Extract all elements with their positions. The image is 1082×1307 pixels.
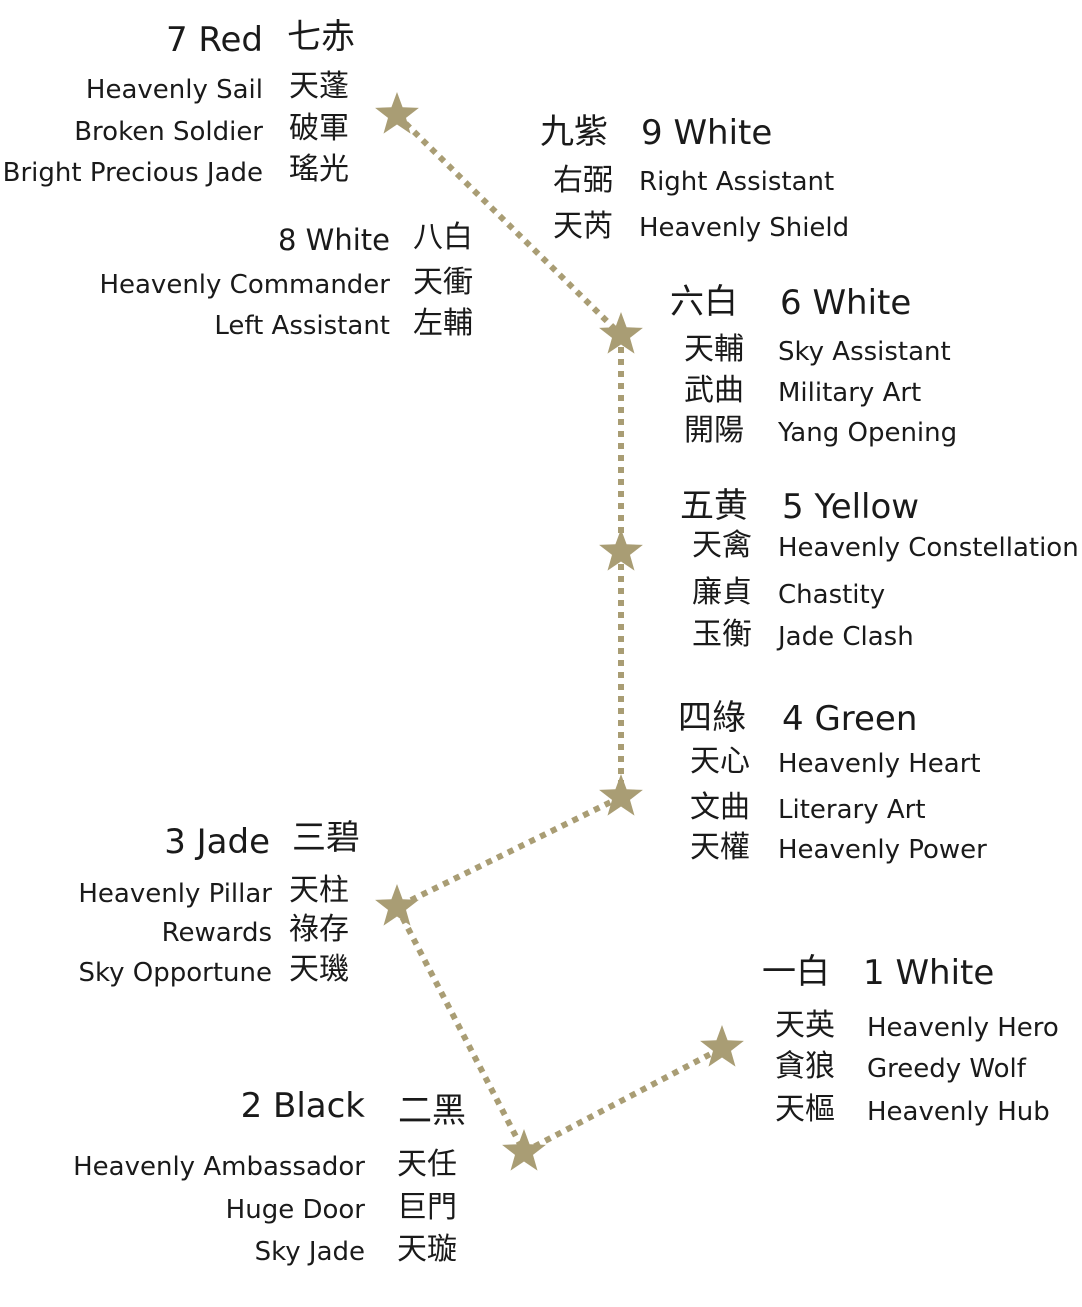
label-zh: 開陽 xyxy=(684,413,744,448)
label-zh: 右弼 xyxy=(553,163,613,198)
star-icon xyxy=(599,529,643,571)
star-icon xyxy=(375,884,419,926)
label-en: Heavenly Power xyxy=(778,835,987,865)
star-icon xyxy=(375,92,419,134)
title-8-white: 8 White xyxy=(278,223,390,257)
title-6-white: 6 White xyxy=(780,283,912,323)
label-en: Heavenly Commander xyxy=(99,270,390,300)
label-en: Heavenly Sail xyxy=(85,75,263,105)
label-en: Sky Jade xyxy=(254,1237,365,1267)
title-2-black-zh: 二黑 xyxy=(398,1091,466,1131)
star-icon xyxy=(599,312,643,354)
title-1-white: 1 White xyxy=(863,953,995,993)
label-en: Bright Precious Jade xyxy=(2,158,263,188)
label-zh: 天衝 xyxy=(413,265,473,300)
label-en: Heavenly Pillar xyxy=(78,879,272,909)
label-en: Broken Soldier xyxy=(74,117,263,147)
label-zh: 貪狼 xyxy=(775,1049,835,1084)
label-zh: 武曲 xyxy=(684,373,744,408)
label-zh: 天蓬 xyxy=(289,69,349,104)
label-en: Huge Door xyxy=(225,1195,365,1225)
label-en: Military Art xyxy=(778,378,922,408)
label-zh: 玉衡 xyxy=(692,617,752,652)
dotted-connector xyxy=(522,1045,724,1155)
title-3-jade: 3 Jade xyxy=(164,822,270,862)
label-zh: 天柱 xyxy=(289,873,349,908)
label-en: Right Assistant xyxy=(639,167,835,197)
label-zh: 廉貞 xyxy=(692,575,752,610)
label-en: Heavenly Hero xyxy=(867,1013,1059,1043)
label-zh: 左輔 xyxy=(413,306,473,341)
label-zh: 文曲 xyxy=(690,790,750,825)
title-1-white-zh: 一白 xyxy=(762,952,830,992)
label-zh: 天權 xyxy=(690,830,750,865)
title-4-green: 4 Green xyxy=(782,699,918,739)
label-zh: 天樞 xyxy=(775,1092,835,1127)
label-en: Literary Art xyxy=(778,795,926,825)
label-zh: 破軍 xyxy=(289,111,349,146)
label-zh: 瑤光 xyxy=(289,152,349,187)
title-7-red-zh: 七赤 xyxy=(287,17,355,57)
label-en: Heavenly Hub xyxy=(867,1097,1050,1127)
label-en: Heavenly Heart xyxy=(778,749,981,779)
title-5-yellow-zh: 五黄 xyxy=(680,486,748,526)
label-en: Left Assistant xyxy=(214,311,390,341)
title-4-green-zh: 四綠 xyxy=(678,698,746,738)
label-en: Greedy Wolf xyxy=(867,1054,1026,1084)
dotted-connector xyxy=(394,112,624,338)
label-zh: 天芮 xyxy=(553,209,613,244)
label-en: Heavenly Ambassador xyxy=(73,1152,365,1182)
star-icon xyxy=(700,1025,744,1067)
label-en: Heavenly Shield xyxy=(639,213,850,243)
label-en: Chastity xyxy=(778,580,886,610)
title-2-black: 2 Black xyxy=(240,1086,365,1126)
label-en: Rewards xyxy=(161,918,272,948)
title-9-white-zh: 九紫 xyxy=(540,112,608,152)
label-zh: 天心 xyxy=(690,744,750,779)
dotted-connector xyxy=(394,905,527,1154)
star-icon xyxy=(502,1129,546,1171)
label-zh: 祿存 xyxy=(289,912,349,947)
dotted-connector xyxy=(395,794,623,910)
title-7-red: 7 Red xyxy=(165,20,263,60)
label-en: Yang Opening xyxy=(778,418,958,448)
label-en: Jade Clash xyxy=(778,622,914,652)
label-zh: 天禽 xyxy=(692,528,752,563)
label-en: Sky Assistant xyxy=(778,337,951,367)
label-zh: 天璣 xyxy=(289,952,349,987)
title-9-white: 9 White xyxy=(641,113,773,153)
title-6-white-zh: 六白 xyxy=(670,282,738,322)
title-8-white-zh: 八白 xyxy=(413,220,473,255)
star-icon xyxy=(599,774,643,816)
label-zh: 巨門 xyxy=(397,1190,457,1225)
label-en: Heavenly Constellation xyxy=(778,533,1079,563)
title-3-jade-zh: 三碧 xyxy=(292,818,360,858)
label-zh: 天英 xyxy=(775,1008,835,1043)
label-zh: 天任 xyxy=(397,1147,457,1182)
label-en: Sky Opportune xyxy=(78,958,272,988)
title-5-yellow: 5 Yellow xyxy=(782,487,920,527)
label-zh: 天輔 xyxy=(684,332,744,367)
label-zh: 天璇 xyxy=(397,1232,457,1267)
